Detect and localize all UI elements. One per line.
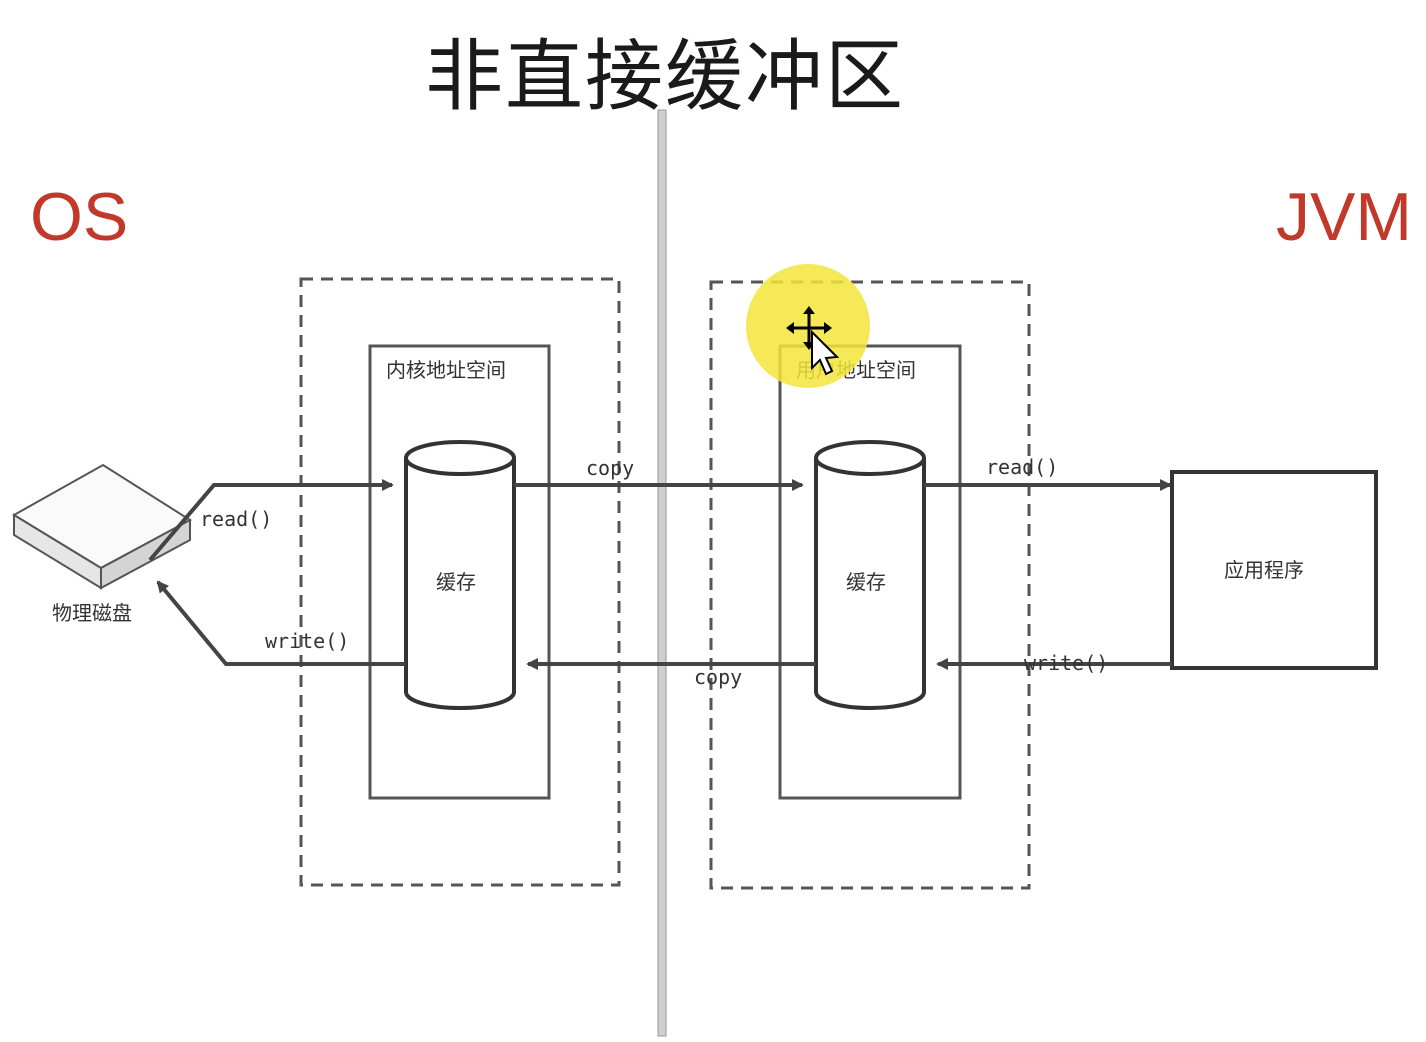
physical-disk-label: 物理磁盘 bbox=[52, 601, 132, 625]
kernel-space-label: 内核地址空间 bbox=[386, 358, 506, 382]
os-label: OS bbox=[30, 179, 129, 255]
user-cache-cylinder bbox=[814, 440, 926, 710]
jvm-dashed-boundary bbox=[709, 280, 1031, 890]
app-read-label: read() bbox=[986, 455, 1058, 479]
copy-top-label: copy bbox=[586, 456, 634, 480]
kernel-cache-label: 缓存 bbox=[436, 570, 476, 594]
user-cache-label: 缓存 bbox=[846, 570, 886, 594]
copy-bottom-label: copy bbox=[694, 665, 742, 689]
app-write-label: write() bbox=[1024, 651, 1108, 675]
application-box bbox=[1170, 470, 1378, 670]
disk-write-arrow bbox=[156, 580, 406, 666]
disk-read-arrow bbox=[148, 479, 394, 562]
physical-disk-icon bbox=[12, 463, 192, 590]
os-dashed-boundary bbox=[299, 277, 621, 887]
disk-read-label: read() bbox=[200, 507, 272, 531]
center-divider bbox=[657, 109, 667, 1037]
kernel-cache-cylinder bbox=[404, 440, 516, 710]
user-address-space-box bbox=[778, 344, 962, 800]
move-cursor-icon bbox=[786, 306, 840, 376]
page-title: 非直接缓冲区 bbox=[424, 32, 905, 122]
jvm-label: JVM bbox=[1276, 179, 1412, 255]
disk-write-label: write() bbox=[265, 629, 349, 653]
kernel-address-space-box bbox=[368, 344, 551, 800]
application-label: 应用程序 bbox=[1224, 558, 1304, 582]
